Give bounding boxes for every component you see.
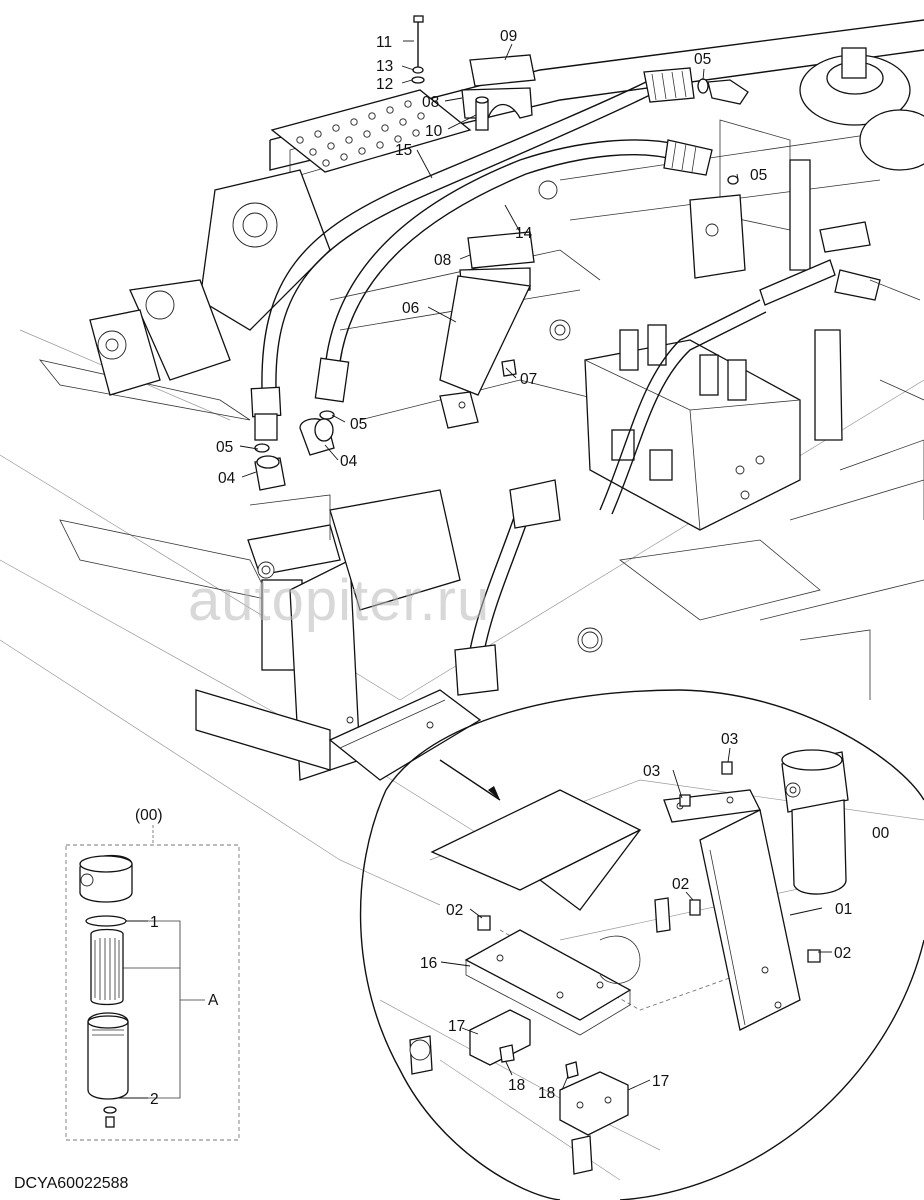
- label-02-a: 02: [672, 876, 689, 893]
- label-11: 11: [376, 34, 392, 51]
- o-ring: [697, 78, 709, 94]
- label-10: 10: [425, 123, 443, 140]
- hose-clamp-upper: [411, 15, 536, 131]
- filter-element: [90, 928, 124, 1006]
- bracket-foot-06: [439, 391, 479, 429]
- bracket-plate-06: [439, 275, 531, 396]
- bolt-18b: [565, 1061, 579, 1079]
- o-ring: [727, 175, 739, 185]
- label-13: 13: [376, 58, 393, 75]
- bolt-02c: [807, 949, 821, 963]
- part-labels: 11 13 12 08 10 09 15 14 08 06 07 05 05 0…: [216, 28, 890, 1102]
- filter-kit-item-2: 2: [150, 1091, 159, 1108]
- manifold-block: [689, 159, 881, 441]
- filter-kit-group-a: A: [208, 992, 219, 1009]
- o-ring: [319, 410, 335, 420]
- o-ring-1: [85, 915, 127, 927]
- label-12: 12: [376, 76, 393, 93]
- label-04-a: 04: [340, 453, 358, 470]
- label-14: 14: [515, 225, 533, 242]
- tank-port: [799, 47, 924, 171]
- label-02-b: 02: [446, 902, 463, 919]
- filter-kit-item-1: 1: [150, 914, 159, 931]
- filter-bowl: [87, 1012, 129, 1100]
- label-17-a: 17: [448, 1018, 465, 1035]
- bolt-03a: [679, 794, 691, 807]
- label-18-b: 18: [538, 1085, 555, 1102]
- detail-view: [359, 689, 924, 1200]
- drawing-code: DCYA60022588: [14, 1175, 129, 1192]
- boom-foot-lugs: [89, 169, 331, 396]
- bolt-02b: [477, 915, 491, 931]
- bolt-02a: [689, 899, 701, 916]
- label-17-b: 17: [652, 1073, 669, 1090]
- bracket-01: [699, 809, 801, 1031]
- support-plate-16: [464, 929, 632, 1021]
- control-valve: [584, 324, 801, 531]
- filter-kit-title: (00): [135, 807, 163, 824]
- label-06: 06: [402, 300, 419, 317]
- label-05-c: 05: [350, 416, 367, 433]
- tank-box: [329, 489, 461, 611]
- bolt-07: [501, 359, 517, 377]
- label-16: 16: [420, 955, 437, 972]
- label-03-a: 03: [721, 731, 738, 748]
- step-plate-holes: [296, 100, 425, 167]
- filter-00: [781, 749, 849, 895]
- label-04-b: 04: [218, 470, 236, 487]
- watermark: autopiter.ru: [188, 568, 490, 633]
- step-plate: [270, 89, 472, 173]
- block-17a: [469, 1009, 531, 1066]
- label-05-d: 05: [216, 439, 233, 456]
- label-01: 01: [835, 901, 852, 918]
- label-18-a: 18: [508, 1077, 525, 1094]
- bolt-18a: [499, 1044, 515, 1063]
- machine-frame: [0, 19, 924, 906]
- label-00: 00: [872, 825, 890, 842]
- label-08-mid: 08: [434, 252, 451, 269]
- label-15: 15: [395, 142, 412, 159]
- label-09: 09: [500, 28, 517, 45]
- label-02-c: 02: [834, 945, 851, 962]
- hose-15: [250, 67, 695, 441]
- filter-assembly-overview: [195, 524, 482, 781]
- drain-plug: [105, 1116, 115, 1128]
- label-05-a: 05: [694, 51, 711, 68]
- label-03-b: 03: [643, 763, 660, 780]
- leader-lines: [118, 40, 832, 1099]
- filter-kit-labels: (00) 1 A 2: [135, 807, 219, 1108]
- label-05-b: 05: [750, 167, 767, 184]
- filter-kit-inset: [65, 825, 240, 1141]
- label-07: 07: [520, 371, 537, 388]
- detail-leader: [439, 759, 501, 801]
- o-ring-2: [103, 1106, 117, 1114]
- bolt-03b: [721, 761, 733, 775]
- o-ring: [254, 443, 270, 453]
- block-17b: [559, 1071, 629, 1136]
- hose-14: [314, 139, 713, 403]
- label-08-top: 08: [422, 94, 439, 111]
